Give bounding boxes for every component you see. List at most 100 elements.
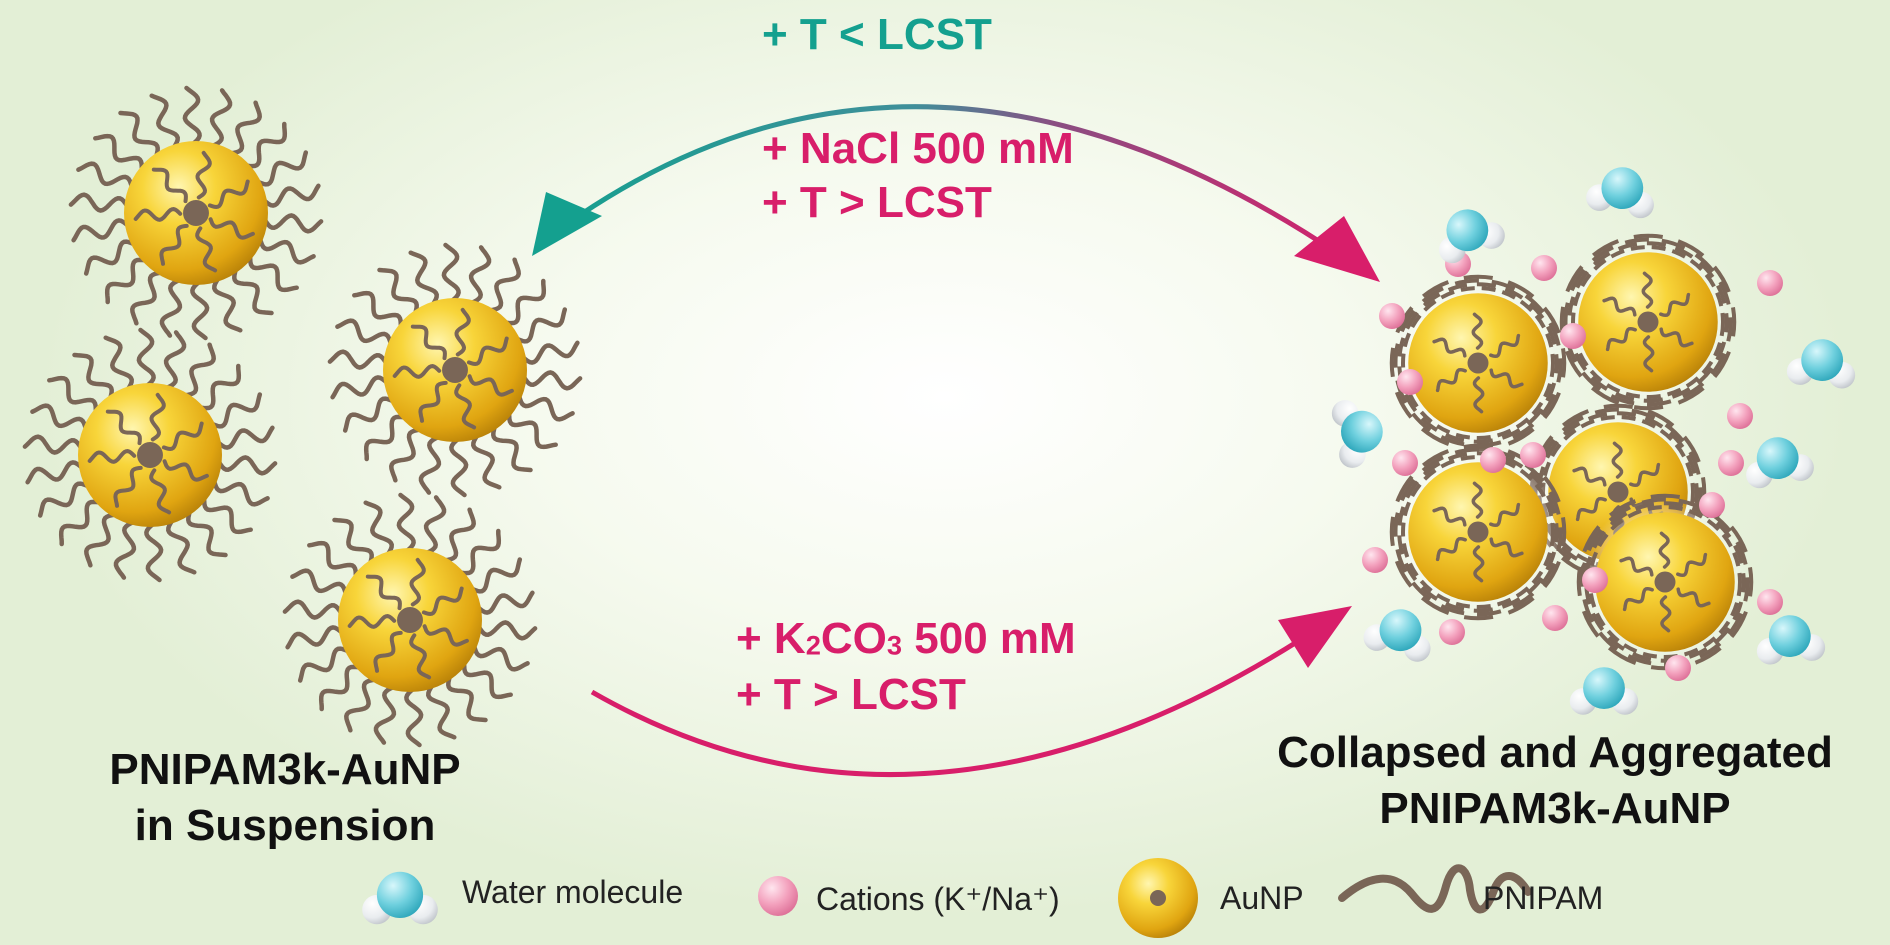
cation-ion — [1397, 369, 1423, 395]
polymer-chain — [1605, 326, 1637, 352]
polymer-chain — [209, 392, 263, 429]
water-molecule — [1746, 437, 1814, 489]
polymer-chain — [442, 507, 476, 563]
water-molecule — [1569, 667, 1639, 715]
polymer-chain — [1471, 481, 1484, 519]
legend-pnipam-label: PNIPAM — [1483, 880, 1604, 916]
suspended-nanoparticle — [68, 85, 324, 341]
polymer-chain — [418, 434, 442, 495]
polymer-chain — [352, 290, 404, 330]
polymer-chain — [461, 660, 513, 700]
polymer-chain — [1611, 441, 1624, 479]
k2co3-temperature-label: + T > LCST — [736, 670, 966, 719]
water-molecule — [1586, 167, 1654, 219]
polymer-chain — [22, 434, 84, 455]
polymer-chain — [182, 342, 216, 398]
polymer-chain — [475, 590, 535, 615]
bottom-arc-arrow — [590, 637, 1302, 778]
oxygen-atom — [376, 871, 424, 918]
polymer-chain — [458, 528, 502, 576]
cation-ion — [1520, 442, 1546, 468]
particle-layer — [22, 85, 1856, 938]
polymer-chain — [1641, 271, 1654, 309]
polymer-chain — [161, 421, 204, 452]
oxygen-atom — [1446, 209, 1489, 252]
polymer-chain — [208, 217, 255, 240]
polymer-chain — [363, 414, 407, 462]
polymer-chain — [290, 568, 349, 597]
anchor-dot — [137, 442, 163, 468]
reverse-condition-label: + T < LCST — [762, 10, 992, 59]
collapsed-shell — [1571, 245, 1725, 399]
polymer-chain — [392, 364, 442, 379]
polymer-chain — [76, 161, 135, 190]
anchor-dot — [1607, 481, 1629, 503]
cation-ion — [1665, 655, 1691, 681]
polymer-chain — [1575, 496, 1607, 522]
polymer-chain — [211, 478, 270, 507]
polymer-chain — [1472, 545, 1485, 583]
polymer-chain — [503, 278, 547, 326]
bottom-pink-arrowhead — [1278, 606, 1352, 668]
collapsed-shell — [1397, 451, 1559, 613]
nacl-condition-label: + NaCl 500 mM — [762, 124, 1074, 173]
polymer-chain — [207, 179, 250, 210]
right-caption: Collapsed and Aggregated PNIPAM3k-AuNP — [1220, 725, 1890, 837]
polymer-chain — [1659, 292, 1691, 318]
water-molecule — [1363, 609, 1431, 662]
polymer-chain — [166, 518, 197, 575]
nacl-temperature-label: + T > LCST — [762, 178, 992, 227]
polymer-chain — [103, 335, 134, 392]
collapsed-nanoparticle — [1559, 233, 1737, 411]
polymer-chain — [1619, 556, 1654, 577]
water-molecule — [1786, 339, 1856, 389]
right-caption-line2: PNIPAM3k-AuNP — [1379, 784, 1731, 833]
legend-cations-label: Cations (K⁺/Na⁺) — [816, 881, 1060, 917]
polymer-chain — [521, 370, 583, 391]
polymer-chain — [454, 383, 477, 430]
polymer-chain — [1435, 367, 1467, 393]
polymer-chain — [87, 449, 137, 464]
polymer-chain — [195, 226, 218, 273]
polymer-chain — [136, 327, 156, 389]
teal-arrowhead — [532, 192, 602, 256]
polymer-chain — [244, 121, 288, 169]
collapsed-shell — [1559, 233, 1737, 411]
oxygen-atom — [1340, 410, 1383, 453]
cation-ion — [1480, 447, 1506, 473]
polymer-chain — [247, 253, 299, 293]
anchor-dot — [1467, 352, 1489, 374]
polymer-chain — [426, 683, 457, 740]
polymer-chain — [1676, 587, 1711, 608]
oxygen-atom — [1601, 167, 1644, 210]
polymer-chain — [83, 239, 137, 276]
cation-ion — [1582, 567, 1608, 593]
polymer-chain — [514, 307, 568, 344]
polymer-chain — [1432, 337, 1467, 358]
polymer-chain — [466, 336, 509, 367]
oxygen-atom — [1801, 339, 1844, 382]
polymer-chain — [1489, 502, 1521, 528]
polymer-chain — [209, 88, 233, 149]
polymer-chain — [190, 279, 210, 341]
polymer-chain — [423, 495, 447, 556]
suspended-nanoparticle — [327, 242, 583, 498]
anchor-dot — [1637, 311, 1659, 333]
polymer-chain — [262, 213, 324, 234]
polymer-chain — [133, 207, 183, 222]
left-caption-line2: in Suspension — [134, 801, 436, 850]
polymer-chain — [228, 100, 262, 156]
polymer-chain — [144, 521, 164, 583]
polymer-chain — [318, 664, 362, 712]
collapsed-shell — [1401, 455, 1555, 609]
polymer-chain — [476, 620, 538, 641]
polymer-chain — [162, 459, 209, 482]
polymer-chain — [409, 557, 426, 607]
polymer-chain — [487, 257, 521, 313]
polymer-chain — [446, 674, 488, 723]
k2co3-subscript-2: 2 — [805, 629, 821, 661]
oxygen-atom — [1756, 437, 1799, 480]
polymer-chain — [1432, 506, 1467, 527]
k2co3-mid: CO — [820, 614, 887, 663]
